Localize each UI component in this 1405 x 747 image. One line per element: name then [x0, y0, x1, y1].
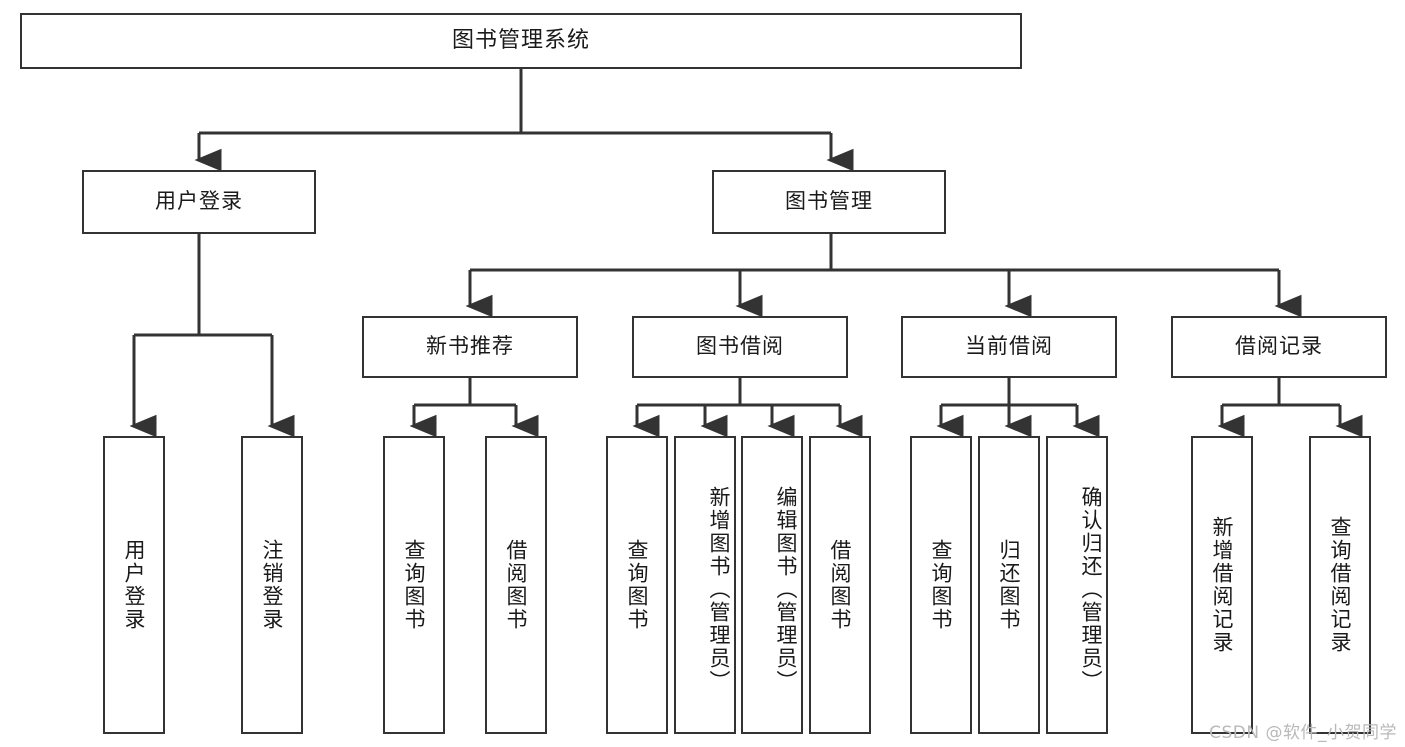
- leaf-query-book-new-book-rec[interactable]: 查询图书: [383, 436, 445, 734]
- leaf-add-borrow-record[interactable]: 新增借阅记录: [1191, 436, 1253, 734]
- node-new-book-recommendation[interactable]: 新书推荐: [362, 316, 578, 378]
- csdn-watermark: CSDN @软件_小贺同学: [1209, 723, 1397, 743]
- leaf-query-book-book-borrow[interactable]: 查询图书: [606, 436, 668, 734]
- leaf-borrow-book-book-borrow[interactable]: 借阅图书: [809, 436, 871, 734]
- node-current-borrowing[interactable]: 当前借阅: [901, 316, 1117, 378]
- leaf-confirm-return-admin[interactable]: 确认归还（管理员）: [1046, 436, 1108, 734]
- node-book-borrowing[interactable]: 图书借阅: [632, 316, 848, 378]
- node-root-book-management-system[interactable]: 图书管理系统: [20, 13, 1022, 69]
- node-book-management[interactable]: 图书管理: [712, 170, 946, 234]
- leaf-return-book[interactable]: 归还图书: [978, 436, 1040, 734]
- leaf-logout-login[interactable]: 注销登录: [241, 436, 303, 734]
- leaf-add-book-admin[interactable]: 新增图书（管理员）: [674, 436, 736, 734]
- node-user-login[interactable]: 用户登录: [82, 170, 316, 234]
- leaf-edit-book-admin[interactable]: 编辑图书（管理员）: [741, 436, 803, 734]
- leaf-user-login[interactable]: 用户登录: [103, 436, 165, 734]
- node-borrowing-records[interactable]: 借阅记录: [1171, 316, 1387, 378]
- leaf-query-borrow-record[interactable]: 查询借阅记录: [1309, 436, 1371, 734]
- leaf-borrow-book-new-book-rec[interactable]: 借阅图书: [485, 436, 547, 734]
- leaf-query-book-current-borrow[interactable]: 查询图书: [910, 436, 972, 734]
